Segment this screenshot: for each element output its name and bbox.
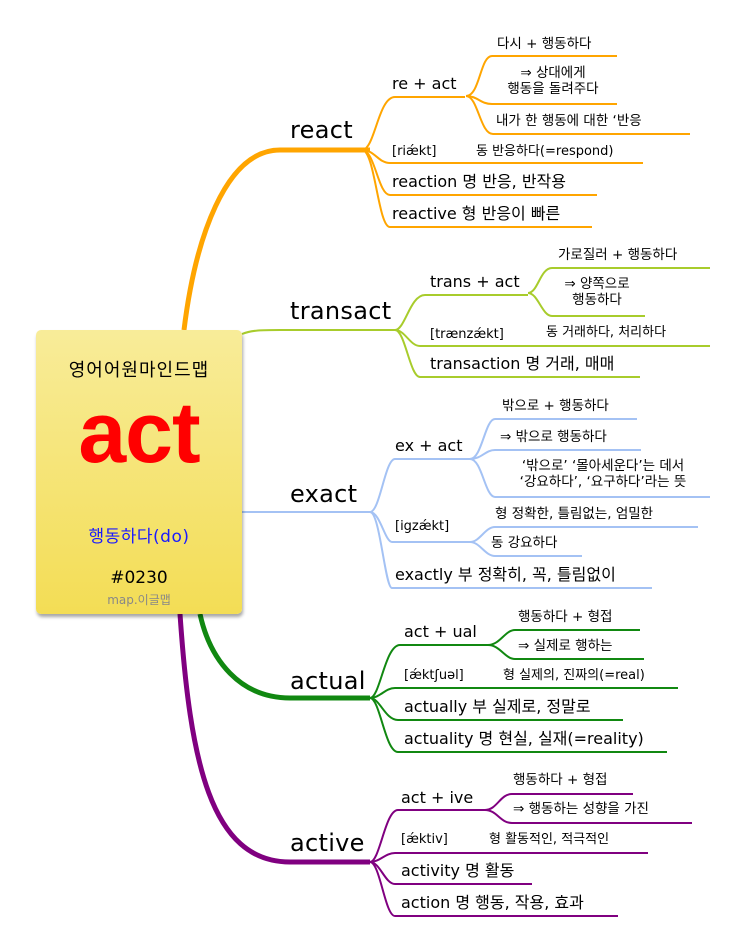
note-react-2[interactable]: ⇒ 상대에게 행동을 돌려주다 xyxy=(507,65,599,97)
trunk-transact xyxy=(241,329,395,335)
topic-active[interactable]: active xyxy=(290,829,365,857)
pronunciation-exact: [igzǽkt] xyxy=(395,519,450,534)
note-exact-1[interactable]: 밖으로 + 행동하다 xyxy=(502,398,609,414)
pronunciation-transact: [trænzǽkt] xyxy=(430,327,504,342)
trunk-active xyxy=(177,613,370,865)
topic-exact[interactable]: exact xyxy=(290,480,358,508)
connectors-transact xyxy=(394,267,710,378)
pron-meaning-exact-1[interactable]: 형 정확한, 틀림없는, 엄밀한 xyxy=(495,506,654,522)
map-number: #0230 xyxy=(110,568,168,588)
connectors-react xyxy=(361,55,690,228)
note-react-3[interactable]: 내가 한 행동에 대한 ‘반응 xyxy=(496,113,642,129)
pron-meaning-active[interactable]: 형 활동적인, 적극적인 xyxy=(489,832,610,847)
note-exact-2[interactable]: ⇒ 밖으로 행동하다 xyxy=(500,429,607,445)
etymology-active[interactable]: act + ive xyxy=(401,788,474,807)
note-exact-3[interactable]: ‘밖으로’ ‘몰아세운다’는 데서 ‘강요하다’, ‘요구하다’라는 뜻 xyxy=(519,458,687,490)
derivative-exact-1[interactable]: exactly 부 정확히, 꼭, 틀림없이 xyxy=(395,565,616,584)
pronunciation-react: [riǽkt] xyxy=(392,144,437,159)
etymology-actual[interactable]: act + ual xyxy=(404,622,477,641)
derivative-active-2[interactable]: action 명 행동, 작용, 효과 xyxy=(401,893,584,912)
derivative-actual-1[interactable]: actually 부 실제로, 정말로 xyxy=(404,697,591,716)
derivative-transact-1[interactable]: transaction 명 거래, 매매 xyxy=(430,354,615,373)
note-transact-1[interactable]: 가로질러 + 행동하다 xyxy=(558,247,678,263)
derivative-react-2[interactable]: reactive 형 반응이 빠른 xyxy=(392,204,561,223)
etymology-exact[interactable]: ex + act xyxy=(395,436,463,455)
connectors-active xyxy=(369,793,692,917)
pron-meaning-exact-2[interactable]: 동 강요하다 xyxy=(491,535,558,551)
map-title: 영어어원마인드맵 xyxy=(68,360,210,381)
trunk-actual xyxy=(197,613,370,701)
etymology-transact[interactable]: trans + act xyxy=(430,272,520,291)
note-react-1[interactable]: 다시 + 행동하다 xyxy=(497,36,592,52)
pron-meaning-transact[interactable]: 동 거래하다, 처리하다 xyxy=(546,325,667,340)
note-active-2[interactable]: ⇒ 행동하는 성향을 가진 xyxy=(513,801,649,817)
trunk-react xyxy=(181,147,370,331)
connectors-actual xyxy=(369,629,678,753)
pron-meaning-react[interactable]: 동 반응하다(=respond) xyxy=(476,144,614,159)
pronunciation-active: [ǽktiv] xyxy=(401,832,448,847)
pron-meaning-actual[interactable]: 형 실제의, 진짜의(=real) xyxy=(503,668,645,683)
topic-react[interactable]: react xyxy=(290,116,353,144)
derivative-react-1[interactable]: reaction 명 반응, 반작용 xyxy=(392,172,566,191)
note-actual-1[interactable]: 행동하다 + 형접 xyxy=(518,609,613,625)
central-topic-card[interactable]: 영어어원마인드맵 act 행동하다(do) #0230 map.이글맵 xyxy=(36,330,242,614)
brand-label: map.이글맵 xyxy=(107,593,171,607)
topic-actual[interactable]: actual xyxy=(290,667,366,695)
note-actual-2[interactable]: ⇒ 실제로 행하는 xyxy=(518,638,613,654)
root-word: act xyxy=(78,385,200,481)
note-transact-2[interactable]: ⇒ 양쪽으로 행동하다 xyxy=(564,276,630,308)
topic-transact[interactable]: transact xyxy=(290,297,392,325)
derivative-active-1[interactable]: activity 명 활동 xyxy=(401,861,515,880)
etymology-react[interactable]: re + act xyxy=(392,74,457,93)
note-active-1[interactable]: 행동하다 + 형접 xyxy=(513,772,608,788)
derivative-actual-2[interactable]: actuality 명 현실, 실재(=reality) xyxy=(404,729,644,748)
pronunciation-actual: [ǽktʃuəl] xyxy=(404,668,464,683)
connectors-exact xyxy=(369,418,710,589)
root-meaning: 행동하다(do) xyxy=(88,527,190,547)
